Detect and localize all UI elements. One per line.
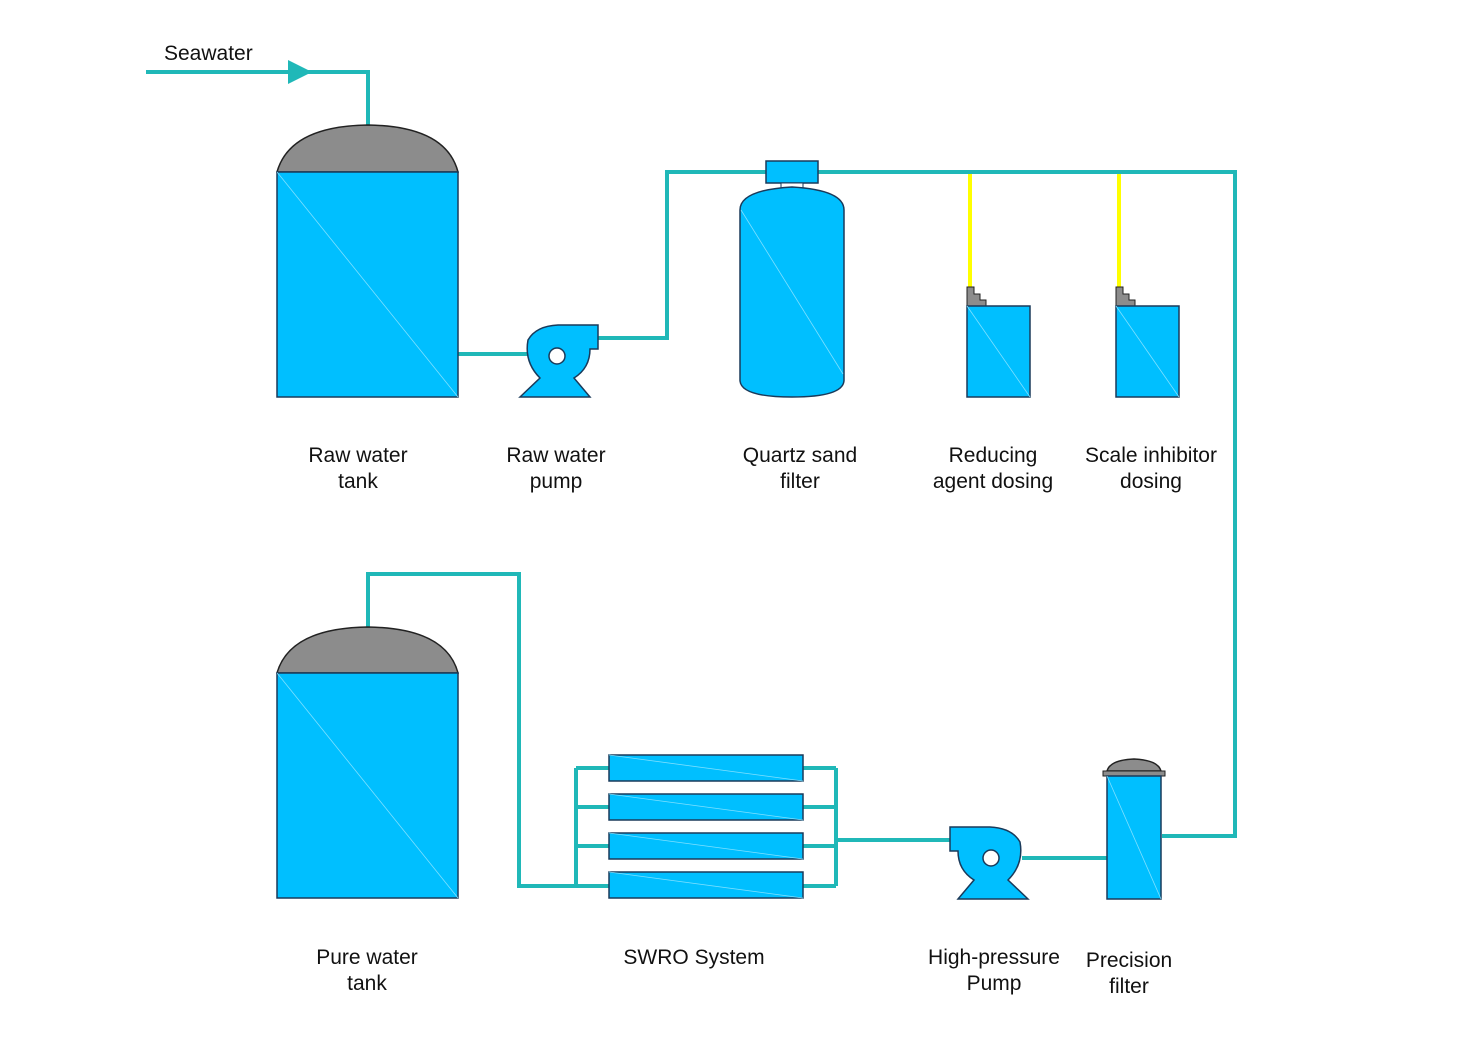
label-reducing-agent-dosing: Reducing agent dosing [932, 444, 1054, 493]
precision-filter [1102, 758, 1166, 900]
label-precision-filter: Precision filter [1085, 949, 1173, 998]
label-quartz-sand-filter: Quartz sand filter [742, 444, 858, 493]
pipes [146, 60, 1237, 888]
label-pure-water-tank: Pure water tank [316, 946, 418, 995]
pump-to-filter-pipe [598, 170, 1237, 838]
pure-water-tank [276, 626, 459, 899]
reducing-agent-dosing [966, 286, 1031, 398]
flow-arrow-icon [288, 60, 312, 84]
high-pressure-pump [949, 826, 1030, 900]
label-raw-water-pump: Raw water pump [506, 444, 606, 493]
scale-inhibitor-dosing [1115, 286, 1180, 398]
raw-water-pump [518, 324, 599, 398]
swro-system [608, 754, 804, 899]
label-high-pressure-pump: High-pressure Pump [928, 946, 1060, 995]
swro-to-pure-tank-pipe [366, 572, 576, 888]
label-swro-system: SWRO System [623, 946, 765, 969]
seawater-inlet-pipe [146, 70, 370, 126]
label-raw-water-tank: Raw water tank [308, 444, 408, 493]
raw-water-tank [276, 124, 459, 398]
seawater-label: Seawater [164, 42, 253, 65]
label-scale-inhibitor-dosing: Scale inhibitor dosing [1085, 444, 1217, 493]
quartz-sand-filter [739, 160, 845, 398]
